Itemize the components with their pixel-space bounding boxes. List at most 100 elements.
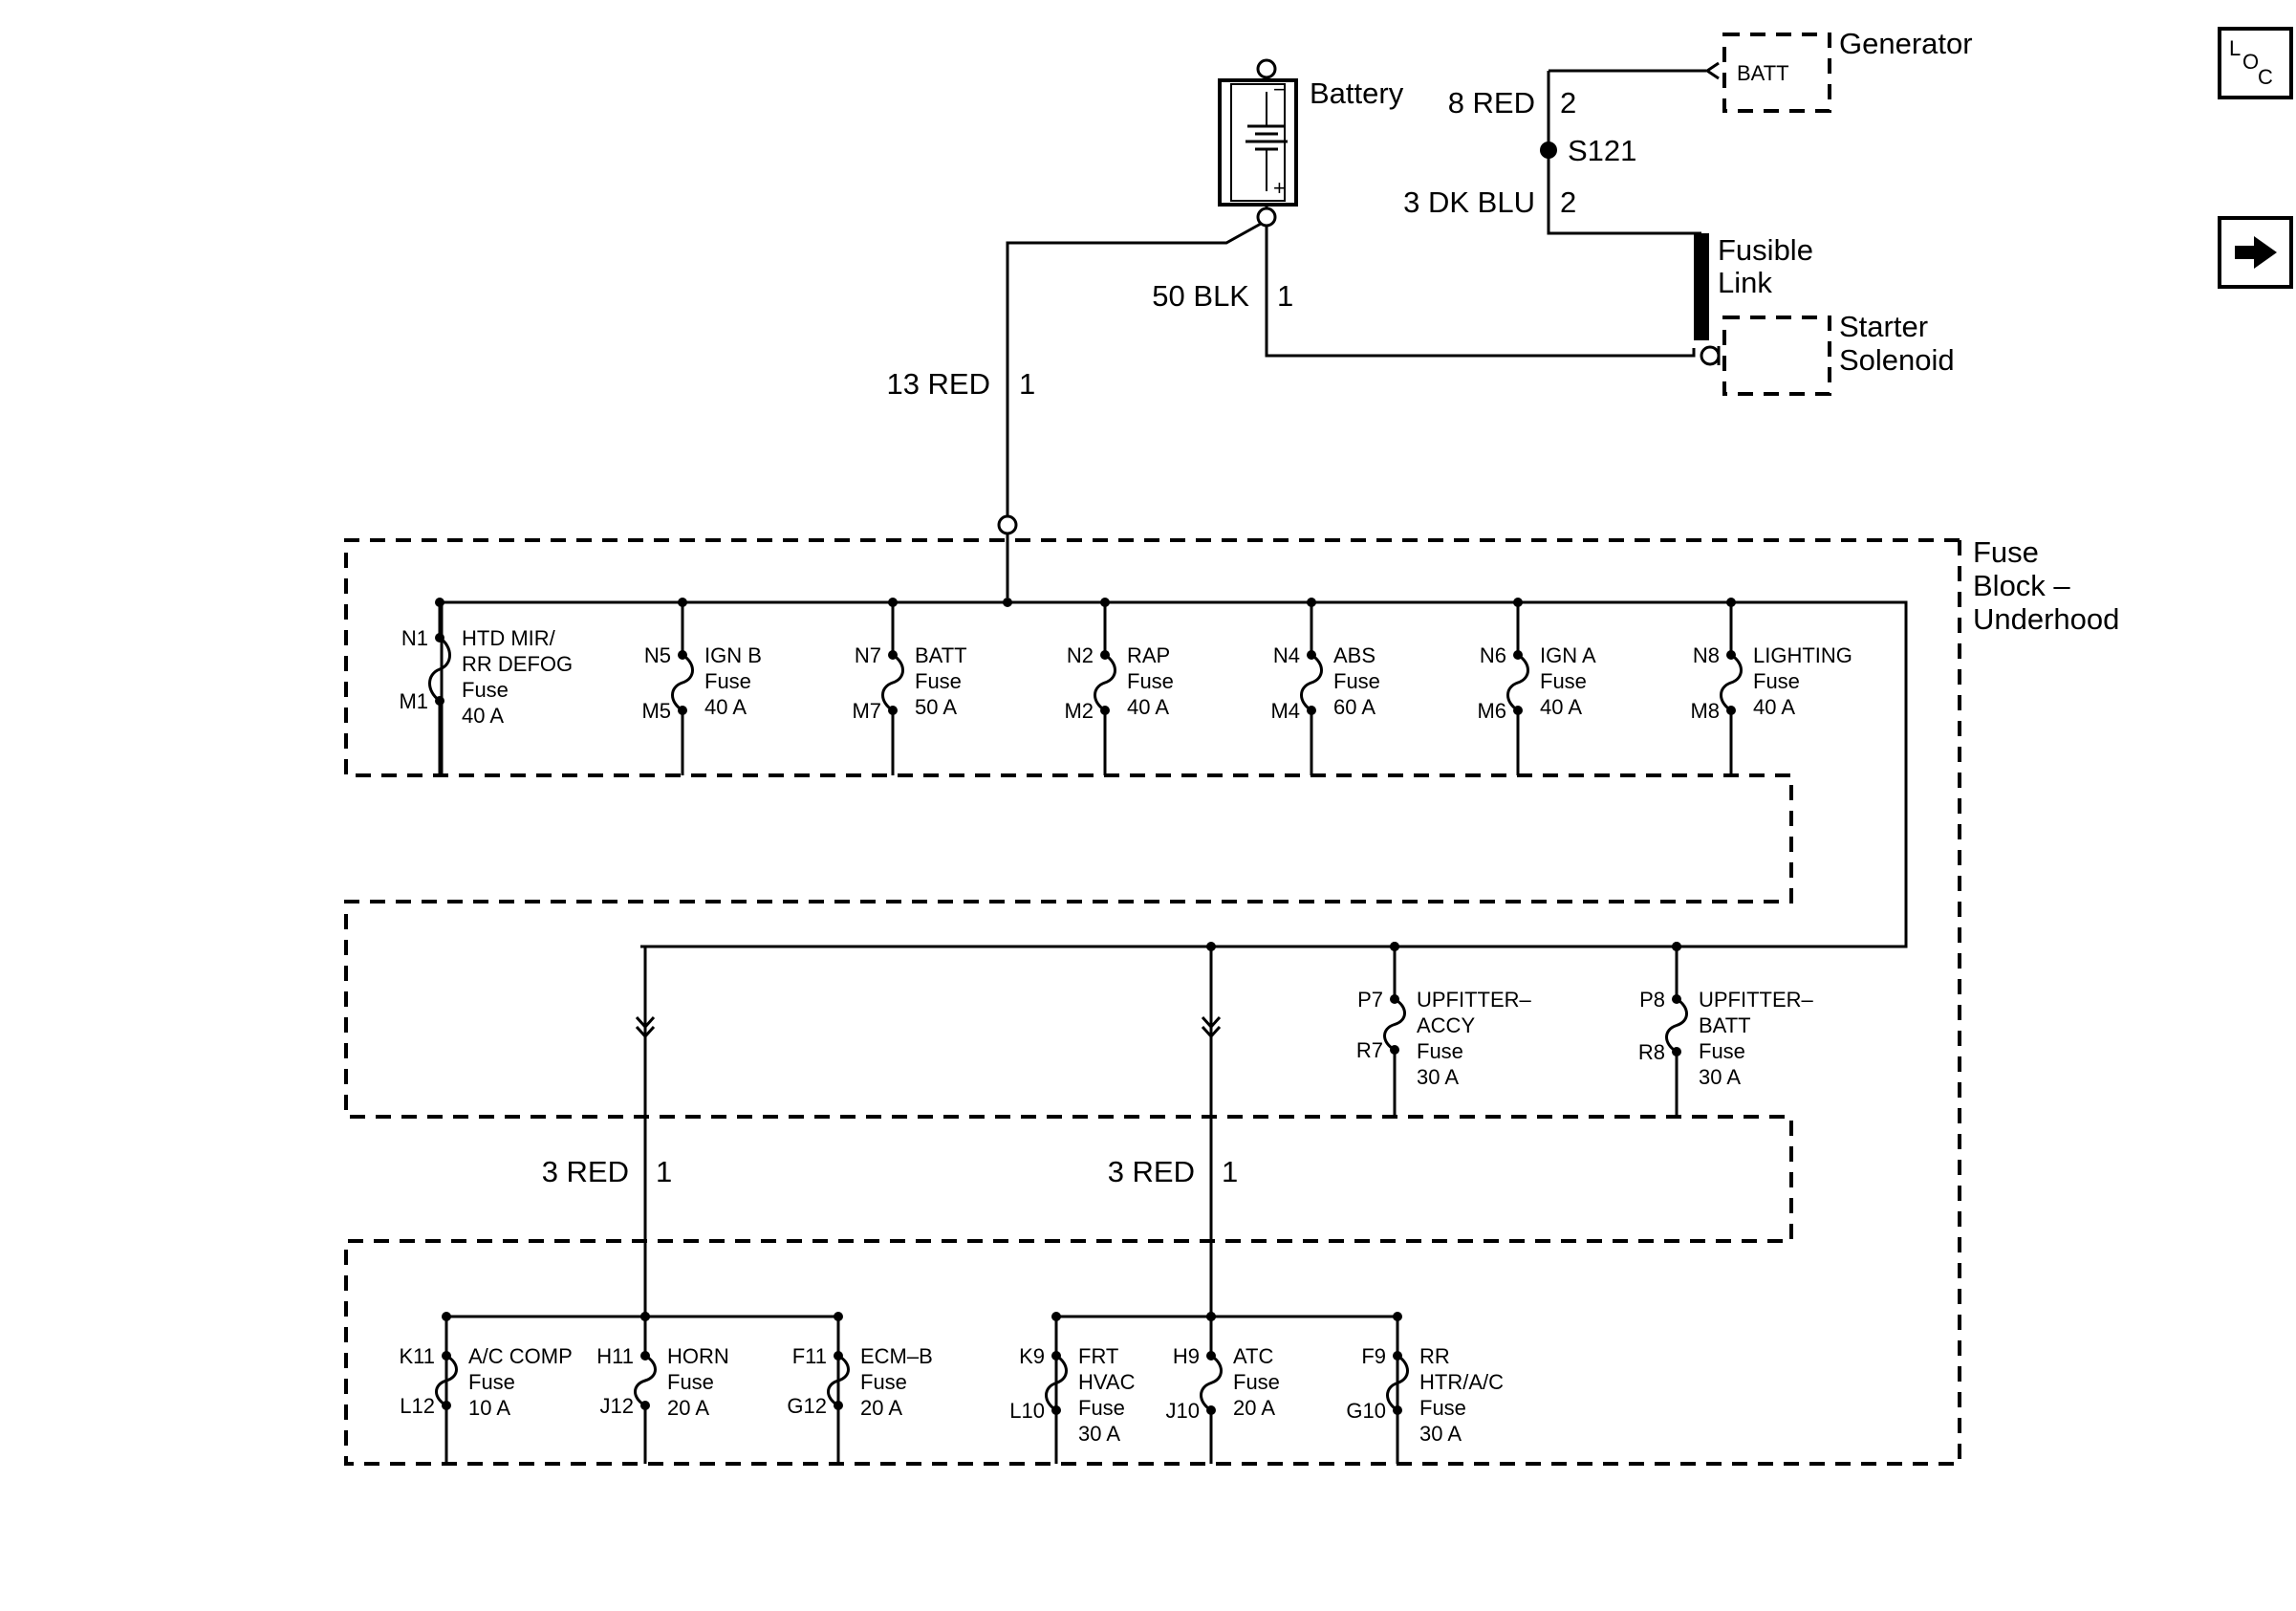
charge-wire: [1547, 71, 1701, 235]
fuse-terminal-dot: [1390, 994, 1399, 1004]
fuse-terminal-dot: [1726, 706, 1736, 715]
fuse-label-line: UPFITTER–: [1417, 988, 1532, 1012]
fuse-label-line: BATT: [915, 643, 967, 667]
fuse-label-line: Fuse: [667, 1370, 714, 1394]
arrow-right-icon: [2235, 236, 2277, 269]
fuse-label-line: 20 A: [860, 1396, 902, 1420]
fuse-symbol: [1506, 653, 1529, 712]
fuse-block-label-line3: Underhood: [1973, 602, 2119, 636]
fuse-symbol: [1383, 997, 1406, 1052]
battery-symbol: − +: [1218, 58, 1298, 228]
battery-positive-mark: +: [1273, 176, 1286, 200]
starter-wire: [1265, 226, 1696, 358]
left-drop-wire-color: 3 RED: [542, 1155, 629, 1188]
loc-button[interactable]: L O C: [2218, 27, 2293, 99]
fusible-link-line2: Link: [1718, 266, 1772, 299]
fuse-label-line: Fuse: [1419, 1396, 1466, 1420]
starter-label-line1: Starter: [1839, 310, 1928, 343]
fuse-symbol: [1386, 1354, 1409, 1412]
fuse-cavity-top: N6: [1480, 643, 1506, 667]
battery-label: Battery: [1310, 76, 1404, 110]
fuse-label-line: Fuse: [1078, 1396, 1125, 1420]
fuse-cavity-bottom: M5: [641, 699, 671, 723]
fuse-label-line: FRT: [1078, 1344, 1118, 1368]
fuse-symbol: [1300, 653, 1323, 712]
fuse-terminal-dot: [888, 650, 898, 660]
fuse-label-line: BATT: [1699, 1013, 1751, 1037]
fuse-cavity-top: F11: [792, 1344, 827, 1368]
fusible-link-line1: Fusible: [1718, 233, 1813, 267]
fuse-label-line: Fuse: [1540, 669, 1587, 693]
feed-wire-color: 13 RED: [886, 367, 990, 401]
feed-connector: [997, 514, 1018, 535]
fuse-terminal-dot: [442, 1401, 451, 1410]
loc-icon: L O C: [2229, 36, 2273, 89]
lower-right-bus: [1054, 1315, 1399, 1464]
fuse-label-line: Fuse: [860, 1370, 907, 1394]
generator-batt-terminal: BATT: [1737, 61, 1789, 85]
battery-negative-mark: −: [1273, 77, 1286, 101]
fuse-terminal-dot: [678, 706, 687, 715]
fuse-label-line: 30 A: [1699, 1065, 1741, 1089]
fuse-label-line: ATC: [1233, 1344, 1273, 1368]
fuse-label-line: 40 A: [1540, 695, 1582, 719]
fuse-symbol: [435, 1354, 458, 1407]
fuse-cavity-bottom: G10: [1346, 1399, 1386, 1423]
fuse-label-line: LIGHTING: [1753, 643, 1852, 667]
fuse-label-line: 20 A: [1233, 1396, 1275, 1420]
fuse-label-line: Fuse: [462, 678, 509, 702]
fuse-symbol: [1665, 997, 1688, 1054]
right-drop-wire-color: 3 RED: [1108, 1155, 1195, 1188]
svg-text:L: L: [2229, 36, 2241, 60]
fuse-label-line: IGN B: [704, 643, 762, 667]
fuse-symbol: [827, 1354, 850, 1407]
splice-label: S121: [1568, 134, 1636, 167]
fuse-terminal-dot: [1206, 1351, 1216, 1361]
fuse-symbol: [1200, 1354, 1223, 1412]
fuse-label-line: Fuse: [915, 669, 962, 693]
fuse-cavity-bottom: M4: [1270, 699, 1300, 723]
fuse-label-line: HORN: [667, 1344, 729, 1368]
fuse-terminal-dot: [1513, 650, 1523, 660]
fuse-label-line: RR DEFOG: [462, 652, 573, 676]
fuse-terminal-dot: [1672, 994, 1681, 1004]
generator-connector: [1704, 61, 1720, 80]
link-wire-color: 3 DK BLU: [1403, 185, 1535, 219]
fuse-label-line: HVAC: [1078, 1370, 1136, 1394]
fuse-block-outline: [344, 538, 1961, 1466]
fuse-cavity-top: N5: [644, 643, 671, 667]
right-drop-connector: [1201, 1015, 1222, 1039]
fuse-cavity-top: N7: [855, 643, 881, 667]
fuse-terminal-dot: [640, 1351, 650, 1361]
fuse-label-line: Fuse: [468, 1370, 515, 1394]
fuse-terminal-dot: [1100, 706, 1110, 715]
fuse-terminal-dot: [1051, 1405, 1061, 1415]
fuse-terminal-dot: [834, 1351, 843, 1361]
fuse-symbol: [428, 636, 451, 703]
fuse-cavity-bottom: M6: [1477, 699, 1506, 723]
fuse-label-line: 50 A: [915, 695, 957, 719]
fuse-label-line: Fuse: [1233, 1370, 1280, 1394]
fuse-label-line: 20 A: [667, 1396, 709, 1420]
fuse-cavity-top: N8: [1693, 643, 1720, 667]
svg-text:O: O: [2242, 50, 2259, 74]
fuse-terminal-dot: [1051, 1351, 1061, 1361]
fuse-cavity-top: N2: [1067, 643, 1094, 667]
next-page-button[interactable]: [2218, 216, 2293, 289]
left-drop-connector: [635, 1015, 656, 1039]
splice-dot: [1540, 142, 1557, 159]
fuse-terminal-dot: [1307, 706, 1316, 715]
fuse-cavity-bottom: M1: [399, 689, 428, 713]
fuse-label-line: 30 A: [1417, 1065, 1459, 1089]
fuse-cavity-top: N4: [1273, 643, 1300, 667]
